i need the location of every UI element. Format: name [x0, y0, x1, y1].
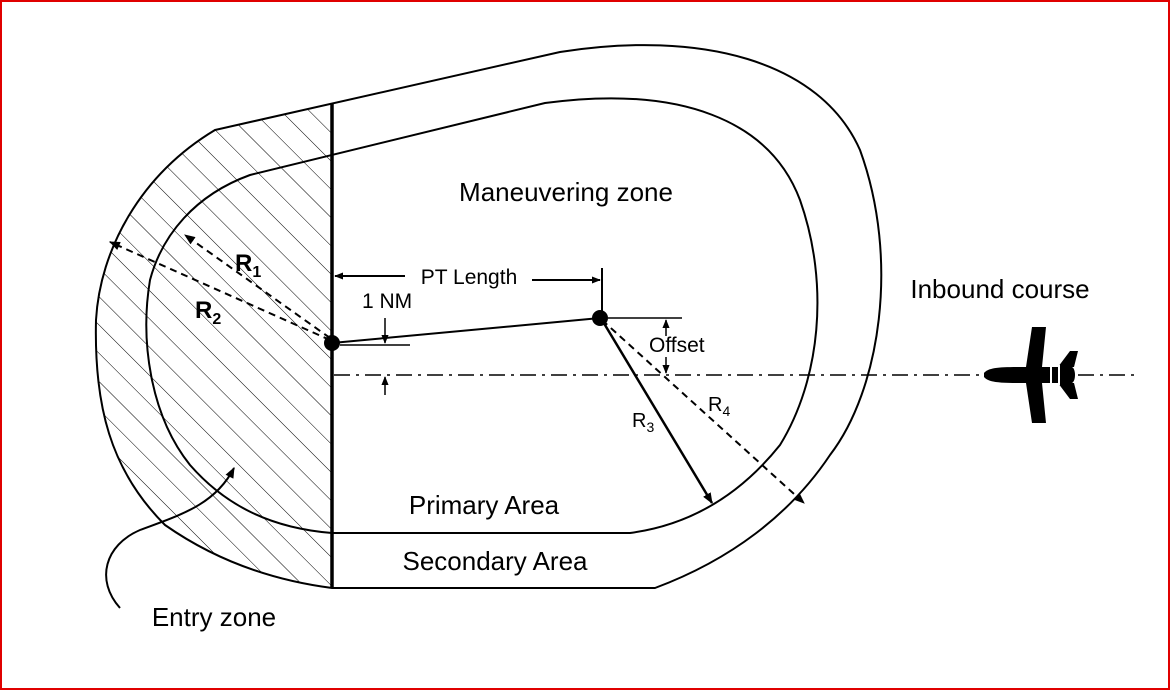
primary-area-boundary	[145, 97, 819, 534]
r2-label: R2	[195, 297, 221, 328]
r1-label: R1	[235, 250, 261, 281]
r4-label: R4	[708, 394, 730, 419]
secondary-area-label: Secondary Area	[402, 546, 588, 576]
one-nm-label: 1 NM	[362, 290, 412, 313]
r3-label: R3	[632, 410, 654, 435]
entry-zone-label: Entry zone	[152, 602, 276, 632]
r1-radius-line	[184, 234, 331, 339]
inbound-course-label: Inbound course	[910, 274, 1089, 304]
airplane-icon	[984, 327, 1078, 423]
maneuvering-zone-label: Maneuvering zone	[459, 177, 673, 207]
pt-length-label: PT Length	[421, 266, 518, 289]
r2-radius-line	[108, 241, 331, 341]
entry-zone-pointer	[105, 467, 235, 609]
r4-radius-line	[601, 319, 805, 504]
pt-leg-line	[331, 317, 601, 344]
primary-area-label: Primary Area	[409, 490, 560, 520]
secondary-area-boundary	[94, 44, 883, 589]
r3-radius-line	[600, 319, 714, 504]
offset-label: Offset	[649, 334, 705, 357]
entry-zone-hatch	[95, 103, 332, 588]
